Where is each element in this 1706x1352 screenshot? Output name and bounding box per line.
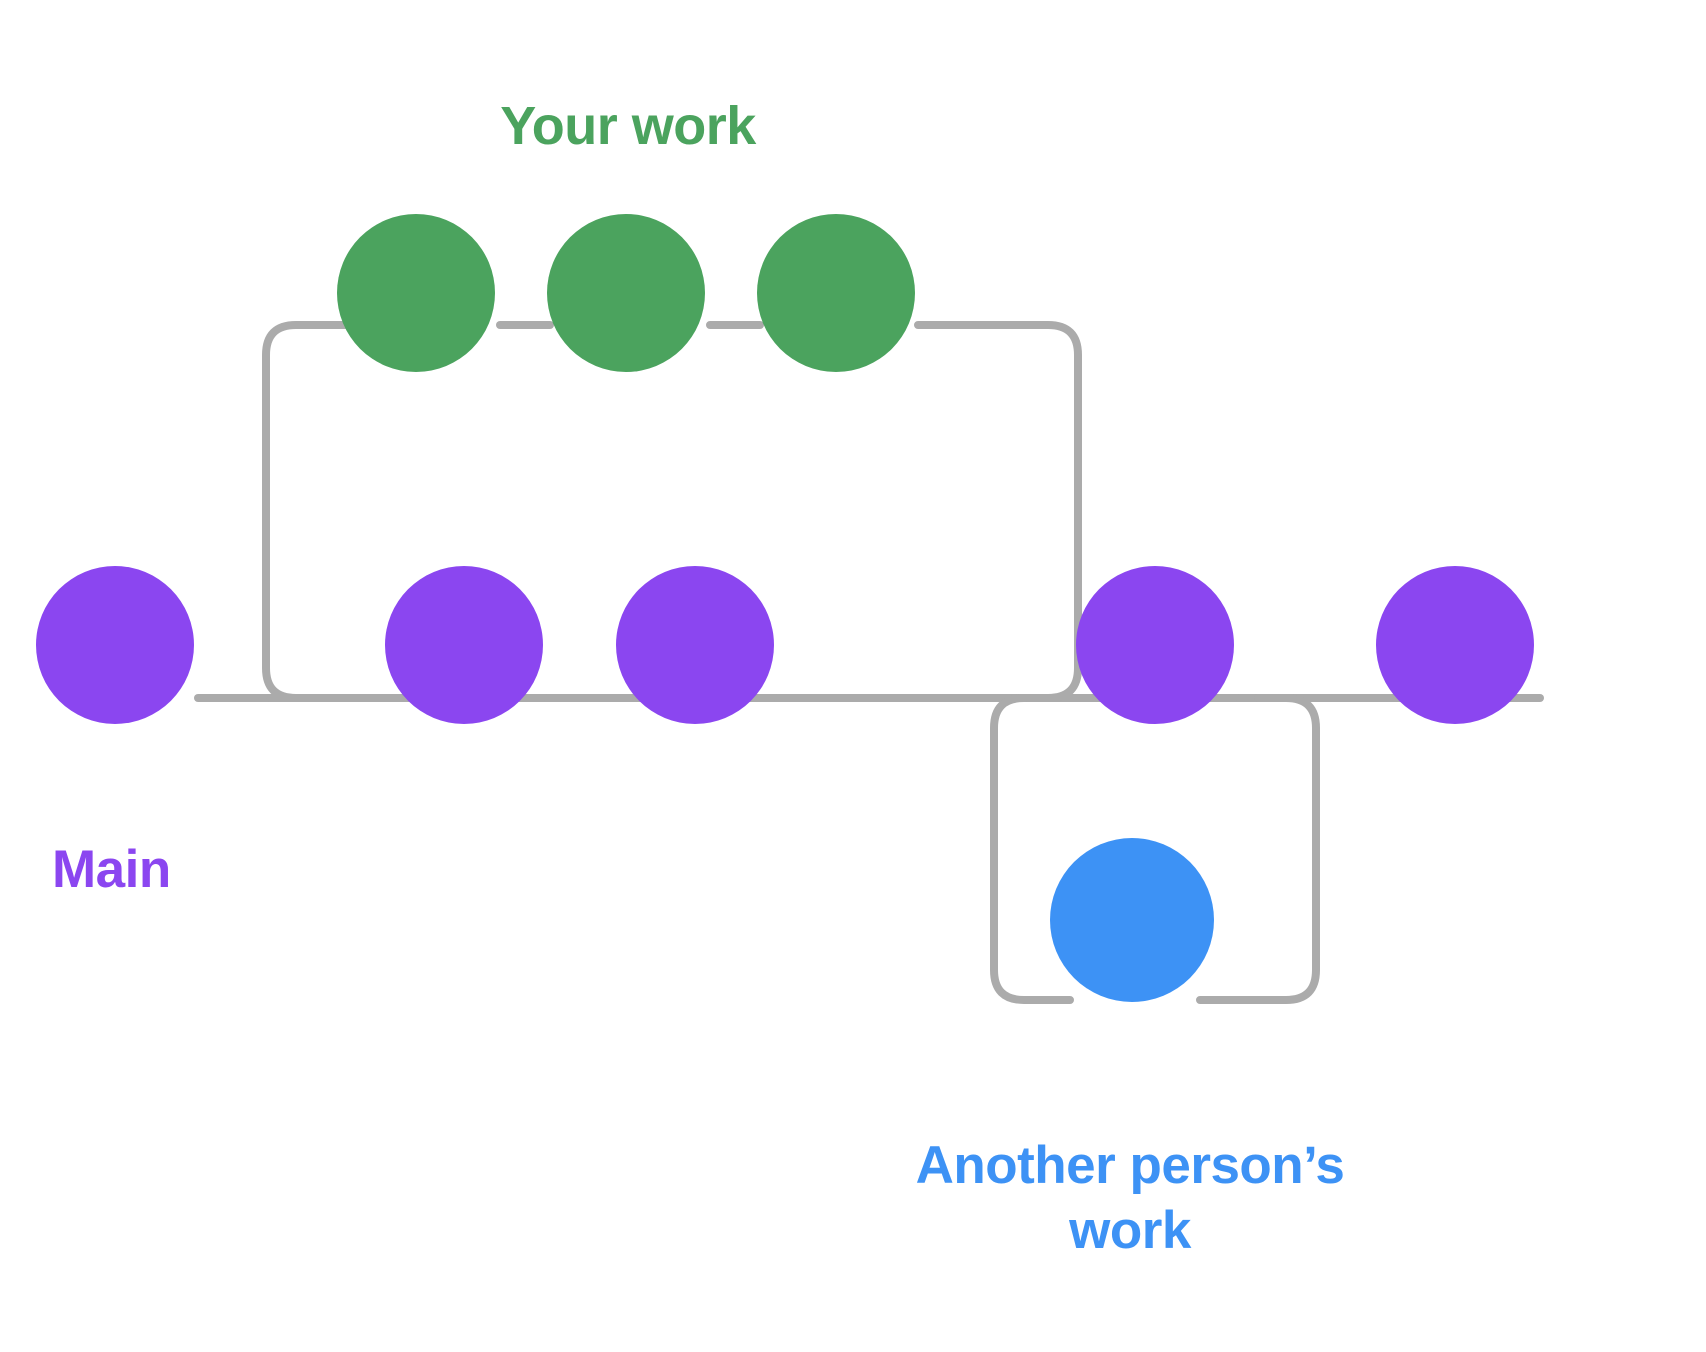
connector-your-work-merge-to-main xyxy=(914,321,1082,702)
commit-node-main-3[interactable] xyxy=(616,566,774,724)
branch-label-another-person-work: Another person’s work xyxy=(915,1136,1345,1260)
commit-node-main-4[interactable] xyxy=(1076,566,1234,724)
branch-label-your-work: Your work xyxy=(500,96,756,156)
connector-lines-group xyxy=(194,321,1544,1004)
commit-node-other-1[interactable] xyxy=(1050,838,1214,1002)
commit-node-work-3[interactable] xyxy=(757,214,915,372)
commit-node-main-1[interactable] xyxy=(36,566,194,724)
connector-other-merge-to-main xyxy=(1196,694,1320,1004)
commit-node-main-5[interactable] xyxy=(1376,566,1534,724)
commit-node-work-1[interactable] xyxy=(337,214,495,372)
connector-branch-out-to-other xyxy=(990,694,1074,1004)
commit-node-main-2[interactable] xyxy=(385,566,543,724)
connector-branch-out-to-your-work xyxy=(262,321,360,702)
commit-node-work-2[interactable] xyxy=(547,214,705,372)
commit-nodes-group xyxy=(36,214,1534,1002)
branch-label-main: Main xyxy=(52,840,171,899)
